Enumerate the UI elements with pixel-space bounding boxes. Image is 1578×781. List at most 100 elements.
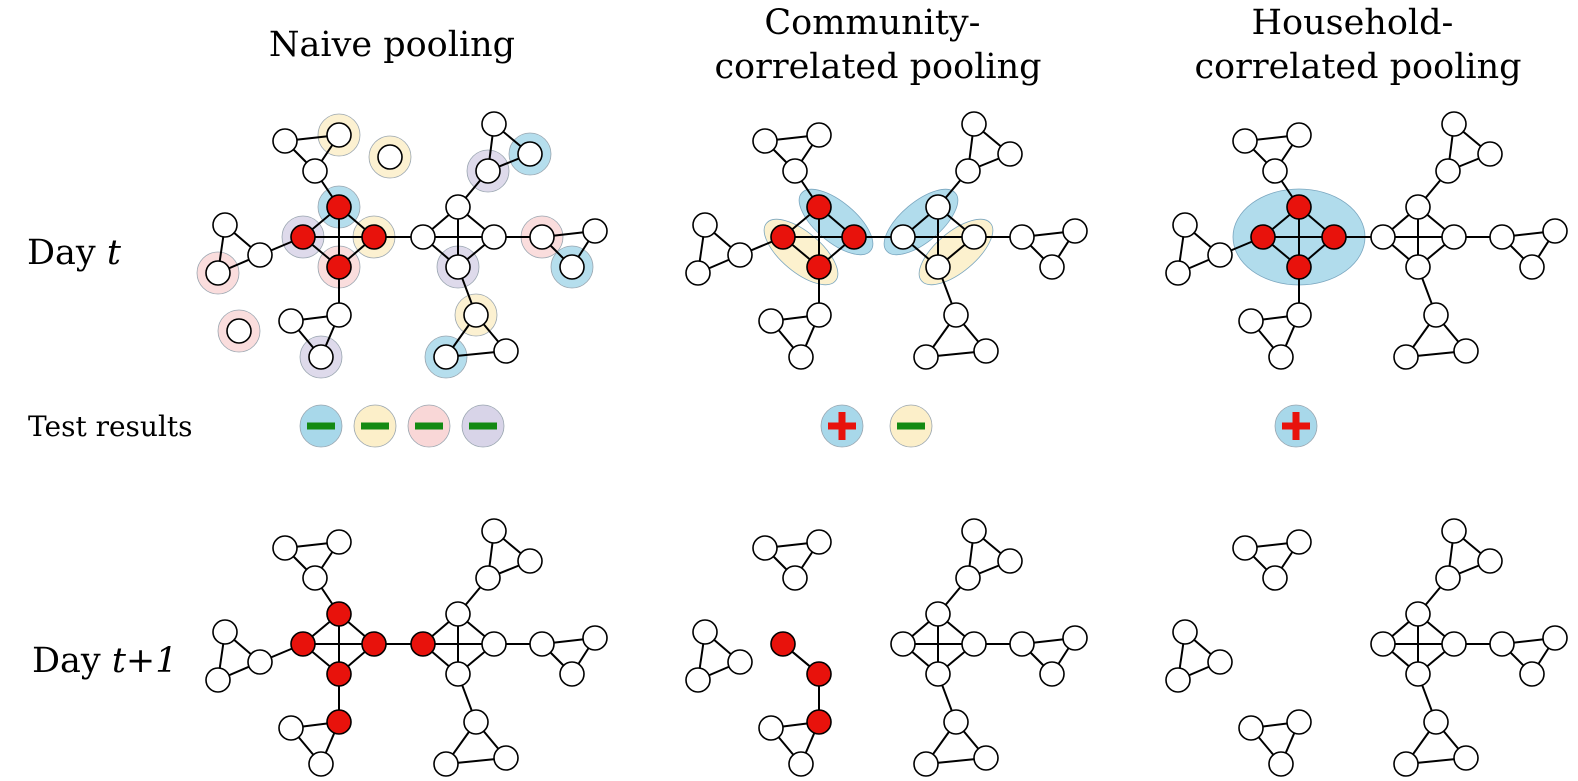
person-node (727, 242, 753, 268)
infected-person-node (1321, 224, 1347, 250)
person-node (1453, 338, 1479, 364)
person-node (1268, 751, 1294, 777)
person-node (1172, 212, 1198, 238)
person-node (890, 224, 916, 250)
person-node (481, 111, 507, 137)
person-node (752, 128, 778, 154)
person-node (1405, 254, 1431, 280)
person-node (1405, 661, 1431, 687)
person-node (1542, 218, 1568, 244)
person-node (961, 631, 987, 657)
person-node (205, 667, 231, 693)
person-node (302, 565, 328, 591)
person-node (1232, 128, 1258, 154)
person-node (788, 751, 814, 777)
minus-icon (897, 422, 925, 430)
person-node (582, 218, 608, 244)
person-node (925, 601, 951, 627)
person-node (752, 535, 778, 561)
infected-person-node (1286, 194, 1312, 220)
person-node (326, 302, 352, 328)
plus-icon (838, 412, 846, 440)
person-node (788, 344, 814, 370)
person-node (1262, 158, 1288, 184)
person-node (481, 518, 507, 544)
person-node (1062, 218, 1088, 244)
person-node (961, 518, 987, 544)
title-community-pooling: Community- correlated pooling (714, 3, 1041, 87)
infected-person-node (806, 254, 832, 280)
person-node (1172, 619, 1198, 645)
person-node (529, 631, 555, 657)
person-node (1238, 715, 1264, 741)
person-node (685, 260, 711, 286)
person-node (943, 302, 969, 328)
person-node (1062, 625, 1088, 651)
title-community-line2: correlated pooling (714, 47, 1041, 87)
person-node (308, 751, 334, 777)
person-node (925, 254, 951, 280)
row-label-day-t-text: Day (27, 233, 107, 273)
infected-person-node (770, 224, 796, 250)
person-node (272, 128, 298, 154)
person-node (463, 709, 489, 735)
person-node (1542, 625, 1568, 651)
row-label-day-t1-var: t+1 (112, 641, 178, 681)
person-node (1489, 631, 1515, 657)
infected-person-node (361, 224, 387, 250)
person-node (302, 158, 328, 184)
infected-person-node (841, 224, 867, 250)
minus-icon (361, 422, 389, 430)
person-node (475, 565, 501, 591)
person-node (308, 344, 334, 370)
person-node (961, 111, 987, 137)
infected-person-node (806, 661, 832, 687)
person-node (1477, 548, 1503, 574)
title-household-line2: correlated pooling (1194, 47, 1521, 87)
person-node (475, 158, 501, 184)
person-node (205, 260, 231, 286)
plus-icon (1292, 412, 1300, 440)
person-node (226, 318, 252, 344)
person-node (278, 308, 304, 334)
person-node (1009, 224, 1035, 250)
title-household-pooling: Household- correlated pooling (1194, 3, 1521, 87)
person-node (377, 144, 403, 170)
person-node (1268, 344, 1294, 370)
person-node (559, 661, 585, 687)
infected-person-node (326, 601, 352, 627)
person-node (925, 194, 951, 220)
infected-person-node (361, 631, 387, 657)
person-node (1207, 649, 1233, 675)
person-node (1453, 745, 1479, 771)
person-node (463, 302, 489, 328)
person-node (997, 141, 1023, 167)
person-node (1165, 260, 1191, 286)
person-node (1423, 302, 1449, 328)
row-label-day-t1-text: Day (32, 641, 112, 681)
minus-icon (307, 422, 335, 430)
person-node (278, 715, 304, 741)
person-node (1441, 224, 1467, 250)
person-node (445, 194, 471, 220)
person-node (961, 224, 987, 250)
person-node (1441, 518, 1467, 544)
person-node (758, 715, 784, 741)
person-node (1286, 709, 1312, 735)
row-label-day-t: Day t (27, 233, 122, 273)
person-node (1370, 224, 1396, 250)
person-node (943, 709, 969, 735)
person-node (559, 254, 585, 280)
person-node (247, 649, 273, 675)
person-node (1165, 667, 1191, 693)
person-node (445, 254, 471, 280)
person-node (1286, 302, 1312, 328)
infected-person-node (326, 254, 352, 280)
person-node (517, 548, 543, 574)
person-node (212, 212, 238, 238)
person-node (782, 158, 808, 184)
person-node (1489, 224, 1515, 250)
person-node (493, 338, 519, 364)
infected-person-node (806, 709, 832, 735)
